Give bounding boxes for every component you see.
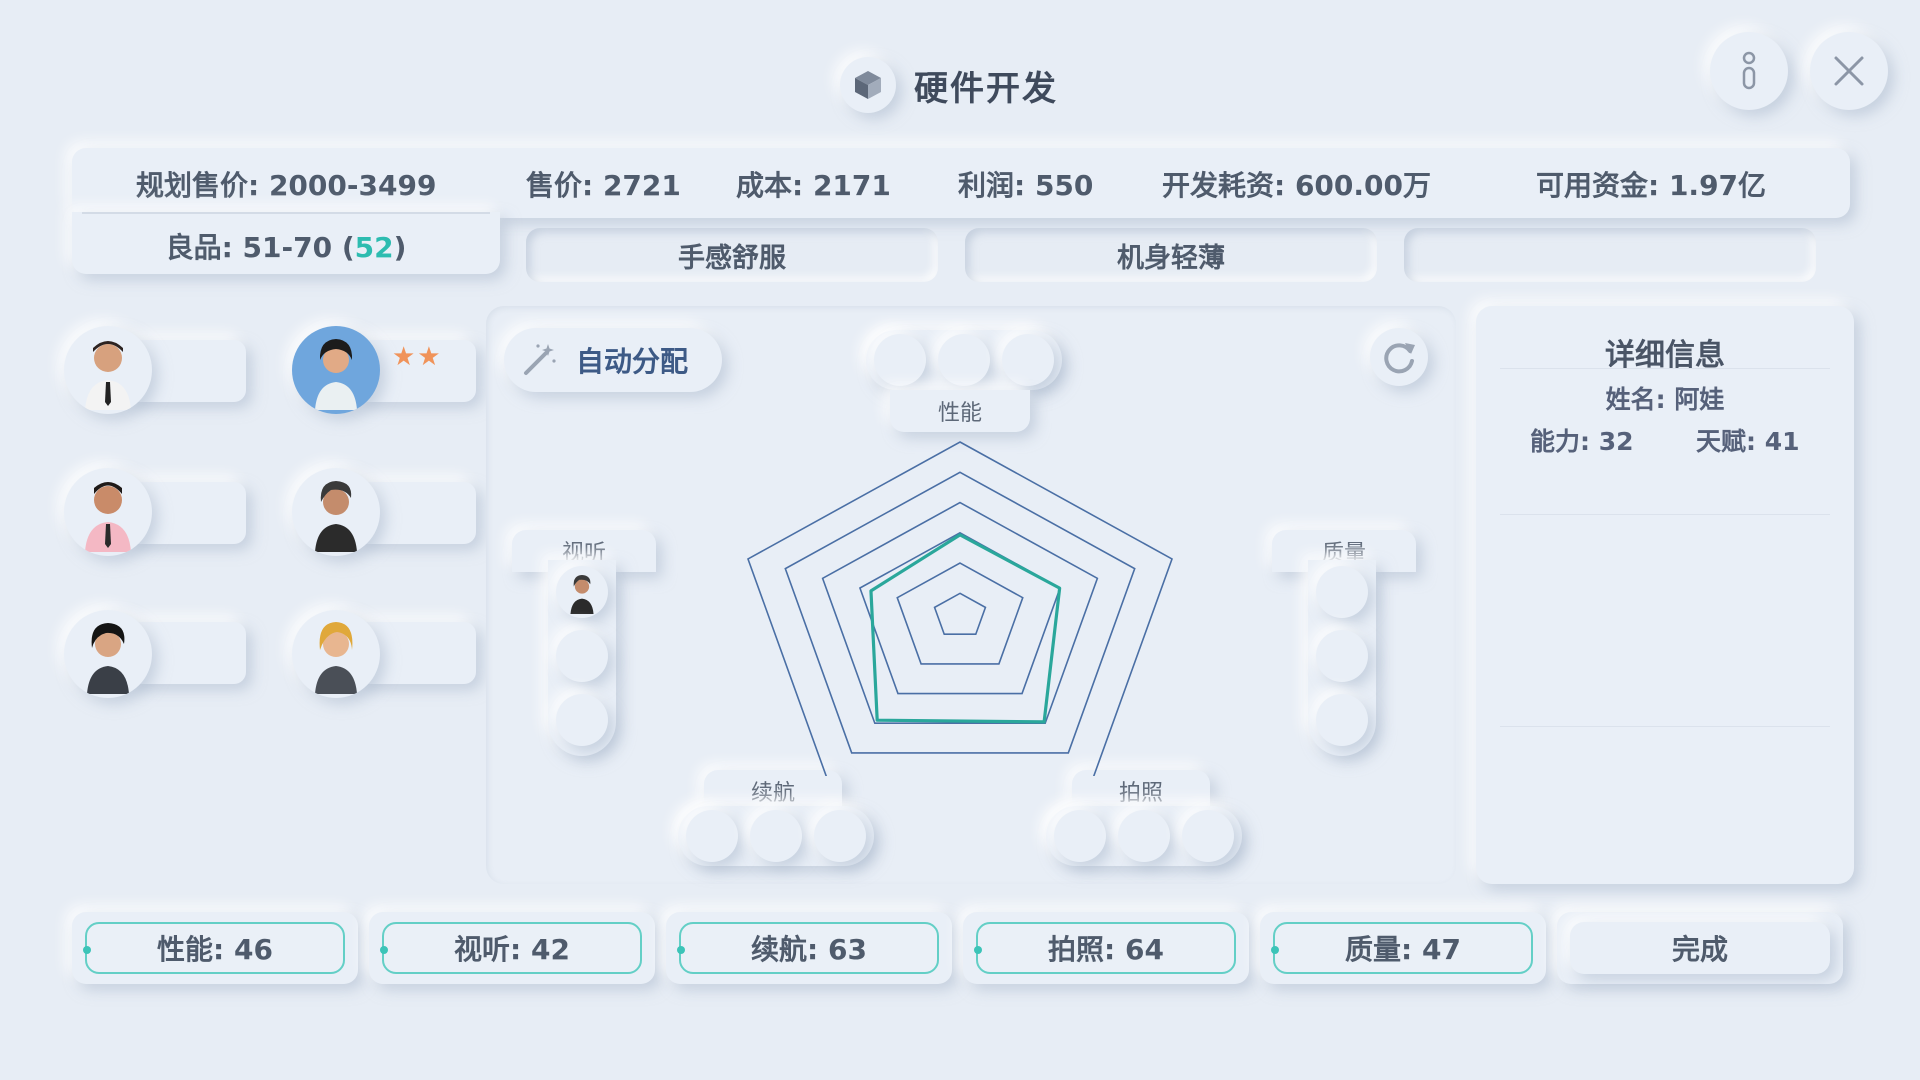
feature-slot-1[interactable]: 手感舒服 <box>526 228 938 282</box>
audio-visual-total-label: 视听: 42 <box>454 933 570 966</box>
hardware-box-icon <box>840 57 896 113</box>
female-short-hair-avatar <box>570 574 594 614</box>
info-icon <box>1742 51 1756 90</box>
quality-total-label: 质量: 47 <box>1345 933 1461 966</box>
radar-grid-ring <box>747 441 1173 776</box>
quality-slot[interactable] <box>1316 566 1368 618</box>
planned-price: 规划售价: 2000-3499 <box>136 169 437 202</box>
camera-total-cell: 拍照: 64 <box>963 912 1249 984</box>
camera-slot[interactable] <box>1118 810 1170 862</box>
audio-visual-slot-filled[interactable] <box>556 566 608 618</box>
employee-name: 姓名: 阿娃 <box>1605 385 1725 414</box>
employee-talent: 天赋: 41 <box>1696 427 1800 456</box>
quality-range: 良品: 51-70 (52) <box>72 226 500 266</box>
radar-grid-ring <box>933 592 987 636</box>
performance-label: 性能 <box>890 390 1030 432</box>
camera-slots <box>1046 806 1242 866</box>
battery-slot[interactable] <box>814 810 866 862</box>
battery-slots <box>678 806 874 866</box>
male-suit-avatar[interactable] <box>64 326 152 414</box>
radar-grid-ring <box>896 562 1024 665</box>
available-funds: 可用资金: 1.97亿 <box>1536 169 1767 202</box>
radar-value-shape <box>869 533 1062 724</box>
price: 售价: 2721 <box>526 169 681 202</box>
close-button[interactable] <box>1810 32 1888 110</box>
camera-slot[interactable] <box>1182 810 1234 862</box>
details-panel: 详细信息 姓名: 阿娃 能力: 32 天赋: 41 <box>1476 306 1854 884</box>
camera-total-label: 拍照: 64 <box>1048 933 1164 966</box>
employee-ability: 能力: 32 <box>1530 427 1634 456</box>
female-short-hair-avatar[interactable] <box>292 468 380 556</box>
info-button[interactable] <box>1710 32 1788 110</box>
refresh-icon <box>1384 343 1415 374</box>
feature-slot-3[interactable] <box>1404 228 1816 282</box>
magic-wand-icon <box>524 344 556 375</box>
stats-panel: 规划售价: 2000-3499 售价: 2721 成本: 2171 利润: 55… <box>72 148 1850 218</box>
performance-total-cell: 性能: 46 <box>72 912 358 984</box>
camera-slot[interactable] <box>1054 810 1106 862</box>
quality-slot[interactable] <box>1316 694 1368 746</box>
radar-grid-ring <box>858 531 1062 695</box>
cost: 成本: 2171 <box>736 169 891 202</box>
performance-slot[interactable] <box>1002 334 1054 386</box>
performance-total-label: 性能: 46 <box>157 933 273 966</box>
quality-slots <box>1308 560 1376 756</box>
performance-slot[interactable] <box>938 334 990 386</box>
auto-assign-label: 自动分配 <box>576 345 689 378</box>
quality-total-cell: 质量: 47 <box>1260 912 1546 984</box>
audio-visual-total: 视听: 42 <box>380 922 642 974</box>
battery-slot[interactable] <box>686 810 738 862</box>
dev-cost: 开发耗资: 600.00万 <box>1162 169 1431 202</box>
performance-slot[interactable] <box>874 334 926 386</box>
profit: 利润: 550 <box>958 169 1094 202</box>
quality-panel: 良品: 51-70 (52) <box>72 212 500 274</box>
camera-label: 拍照 <box>1072 770 1210 812</box>
radar-grid-ring <box>784 471 1136 754</box>
audio-visual-slot[interactable] <box>556 694 608 746</box>
audio-visual-slot[interactable] <box>556 630 608 682</box>
audio-visual-total-cell: 视听: 42 <box>369 912 655 984</box>
audio-visual-slots <box>548 560 616 756</box>
star-rating: ★★ <box>392 342 443 372</box>
battery-total-label: 续航: 63 <box>751 933 867 966</box>
details-title: 详细信息 <box>1605 338 1725 373</box>
radar-chart <box>747 441 1173 776</box>
quality-total: 质量: 47 <box>1271 922 1533 974</box>
auto-assign-button[interactable]: 自动分配 <box>504 328 722 392</box>
refresh-button[interactable] <box>1370 328 1428 386</box>
battery-total-cell: 续航: 63 <box>666 912 952 984</box>
male-pink-shirt-avatar[interactable] <box>64 468 152 556</box>
page-title: 硬件开发 <box>914 68 1058 109</box>
performance-total: 性能: 46 <box>83 922 345 974</box>
radar-grid-ring <box>821 501 1099 725</box>
title-bar: 硬件开发 <box>840 56 1058 114</box>
camera-total: 拍照: 64 <box>974 922 1236 974</box>
performance-slots <box>866 330 1062 390</box>
female-dark-hair-avatar[interactable] <box>64 610 152 698</box>
battery-label: 续航 <box>704 770 842 812</box>
quality-slot[interactable] <box>1316 630 1368 682</box>
female-blue-bg-avatar[interactable] <box>292 326 380 414</box>
quality-range-label: 良品: 51-70 ( <box>165 231 355 264</box>
battery-slot[interactable] <box>750 810 802 862</box>
close-icon <box>1834 56 1864 86</box>
quality-range-suffix: ) <box>393 231 407 264</box>
done-button[interactable]: 完成 <box>1570 922 1830 974</box>
done-cell: 完成 <box>1557 912 1843 984</box>
female-blonde-avatar[interactable] <box>292 610 380 698</box>
feature-slot-2[interactable]: 机身轻薄 <box>965 228 1377 282</box>
quality-value: 52 <box>354 231 394 264</box>
battery-total: 续航: 63 <box>677 922 939 974</box>
